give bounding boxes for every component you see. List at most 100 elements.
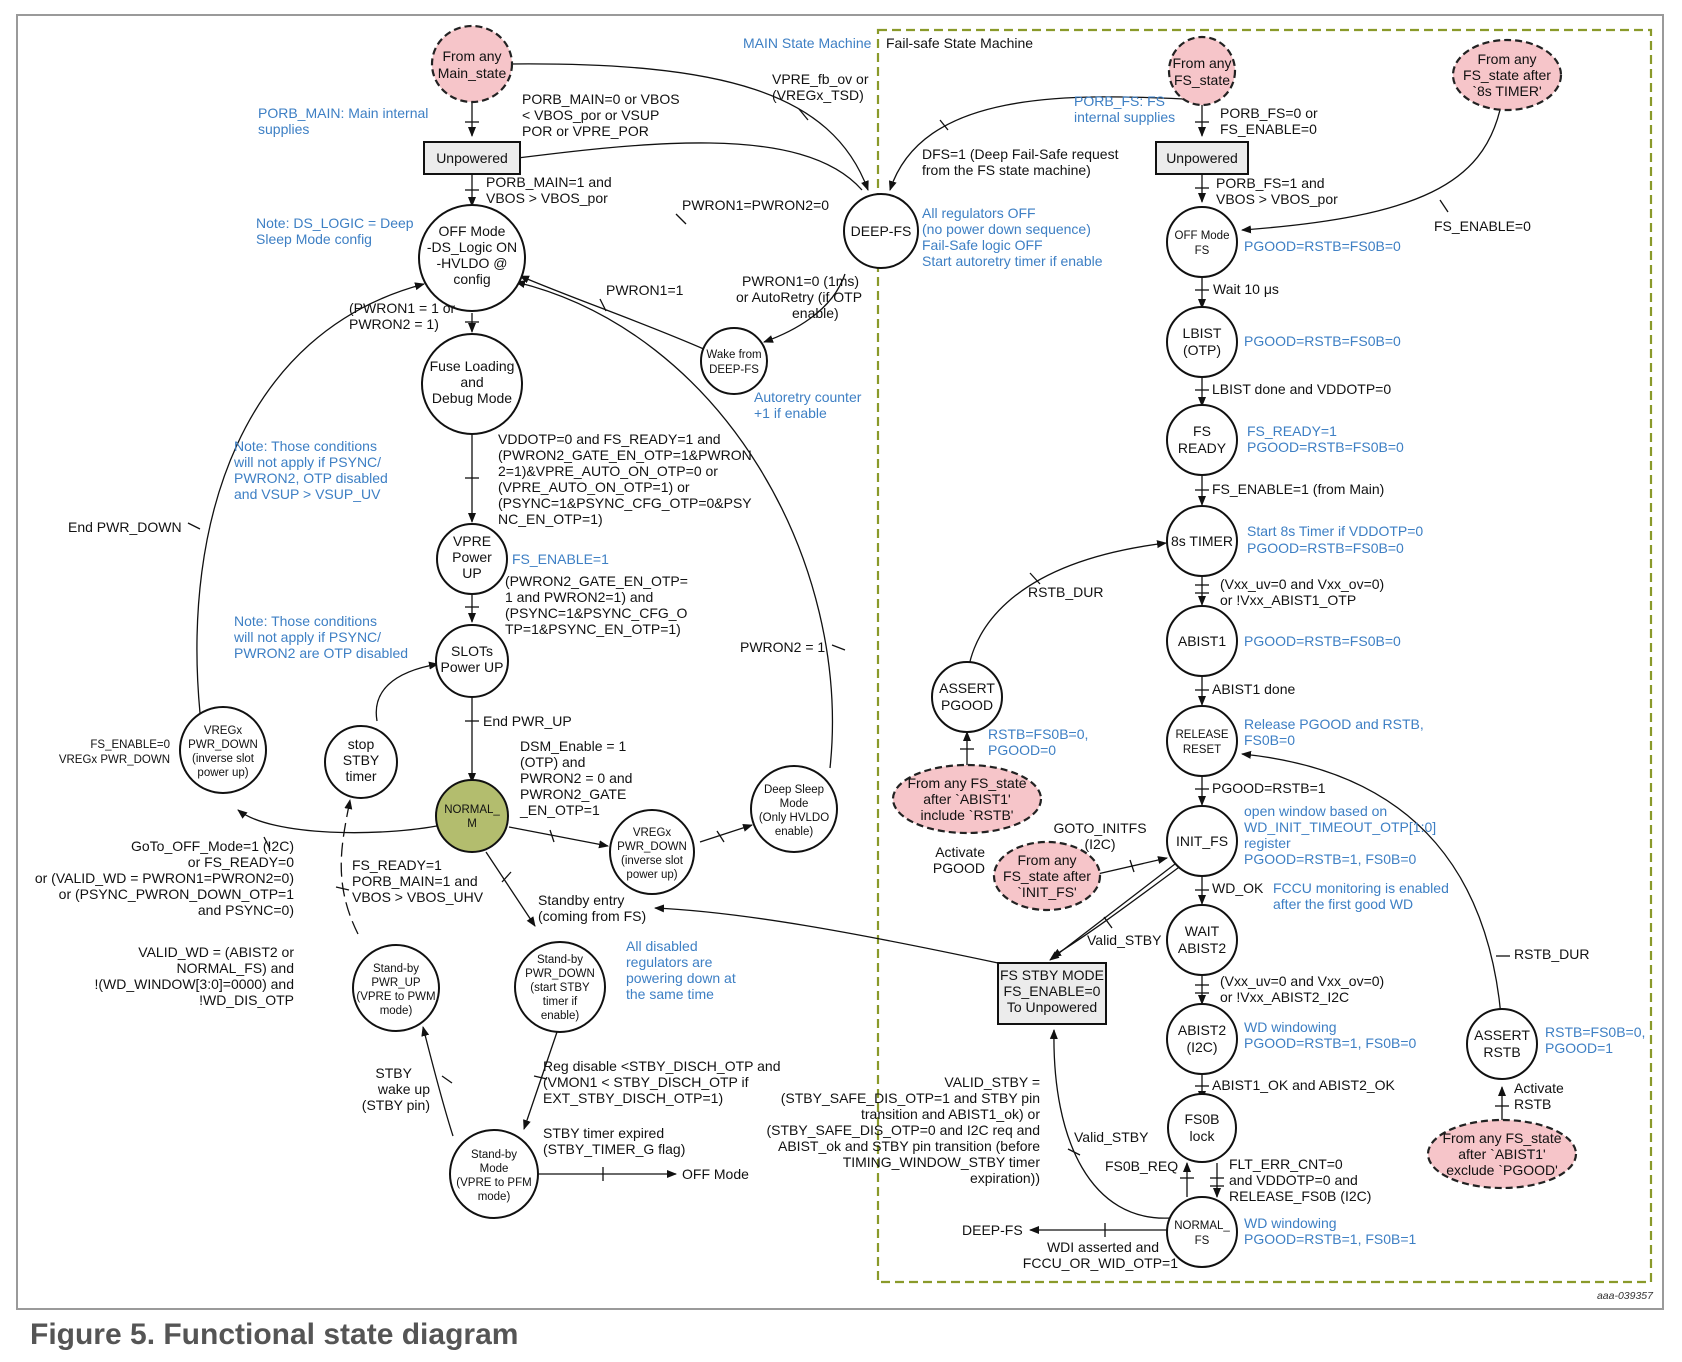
- state-normal-m: NORMAL_M: [435, 779, 509, 853]
- fs-enable-1-label: FS_ENABLE=1: [512, 551, 609, 567]
- stby-timer-expired-label: STBY timer expired(STBY_TIMER_G flag): [543, 1125, 685, 1157]
- pwron-both-0-label: PWRON1=PWRON2=0: [682, 197, 829, 213]
- end-pwr-up-label: End PWR_UP: [483, 713, 572, 729]
- vxx-abist2-label: (Vxx_uv=0 and Vxx_ov=0)or !Vxx_ABIST2_I2…: [1220, 973, 1384, 1005]
- deep-fs-description: All regulators OFF(no power down sequenc…: [922, 205, 1103, 269]
- state-normal-fs: NORMAL_FS: [1166, 1196, 1238, 1268]
- pgood-all-0-off: PGOOD=RSTB=FS0B=0: [1244, 238, 1401, 254]
- pgood-all-0-8s: PGOOD=RSTB=FS0B=0: [1247, 540, 1404, 556]
- pgood-all-0-abist1: PGOOD=RSTB=FS0B=0: [1244, 633, 1401, 649]
- fs-enable-0-label: FS_ENABLE=0: [1434, 218, 1531, 234]
- rstb-dur-label-bottom: RSTB_DUR: [1514, 946, 1589, 962]
- state-label: Unpowered: [1166, 150, 1238, 166]
- fs-ready-1-label: FS_READY=1: [1247, 423, 1337, 439]
- state-deep-fs: DEEP-FS: [843, 193, 919, 269]
- state-label: ABIST1: [1178, 633, 1226, 649]
- edges-fs: [654, 96, 1510, 1237]
- wd-windowing-label-abist2: WD windowing: [1244, 1019, 1337, 1035]
- end-pwr-down-label: End PWR_DOWN: [68, 519, 182, 535]
- pwron2-eq-1-label: PWRON2 = 1: [740, 639, 825, 655]
- state-abist1: ABIST1: [1166, 605, 1238, 677]
- main-sm-label: MAIN State Machine: [743, 35, 872, 51]
- fs0b-req-label: FS0B_REQ: [1105, 1158, 1178, 1174]
- valid-stby-definition: VALID_STBY =(STBY_SAFE_DIS_OTP=1 and STB…: [766, 1074, 1040, 1186]
- state-unpowered-fs: Unpowered: [1155, 141, 1249, 175]
- valid-stby-label-bottom: Valid_STBY: [1074, 1129, 1149, 1145]
- vxx-abist1-label: (Vxx_uv=0 and Vxx_ov=0)or !Vxx_ABIST1_OT…: [1220, 576, 1384, 608]
- state-label: 8s TIMER: [1171, 533, 1233, 549]
- state-lbist: LBIST(OTP): [1166, 306, 1238, 378]
- vddotp-condition: VDDOTP=0 and FS_READY=1 and(PWRON2_GATE_…: [498, 431, 752, 527]
- state-init-fs: INIT_FS: [1166, 805, 1238, 877]
- image-code: aaa-039357: [1597, 1290, 1654, 1302]
- pgood-rstb1-fs0b0-abist2: PGOOD=RSTB=1, FS0B=0: [1244, 1035, 1417, 1051]
- figure-frame: MAIN State Machine Fail-safe State Machi…: [16, 14, 1664, 1310]
- state-8s-timer: 8s TIMER: [1166, 505, 1238, 577]
- wd-windowing-label-normal: WD windowing: [1244, 1215, 1337, 1231]
- standby-entry-label: Standby entry(coming from FS): [538, 892, 646, 924]
- valid-stby-label-top: Valid_STBY: [1087, 932, 1162, 948]
- goto-initfs-label: GOTO_INITFS(I2C): [1053, 820, 1146, 852]
- release-description: Release PGOOD and RSTB,FS0B=0: [1244, 716, 1424, 748]
- off-mode-target-label: OFF Mode: [682, 1166, 749, 1182]
- vpre-fb-ov-label: VPRE_fb_ov or(VREGx_TSD): [772, 71, 869, 103]
- reg-disable-label: Reg disable <STBY_DISCH_OTP and(VMON1 < …: [543, 1058, 780, 1106]
- autoretry-counter-label: Autoretry counter+1 if enable: [754, 389, 862, 421]
- state-off-mode: OFF Mode-DS_Logic ON-HVLDO @config: [418, 204, 526, 312]
- state-label: OFF Mode-DS_Logic ON-HVLDO @config: [427, 223, 517, 287]
- pgood-rstb1-fs0b0-init: PGOOD=RSTB=1, FS0B=0: [1244, 851, 1417, 867]
- pgood-all-0-lbist: PGOOD=RSTB=FS0B=0: [1244, 333, 1401, 349]
- state-label: Unpowered: [436, 150, 508, 166]
